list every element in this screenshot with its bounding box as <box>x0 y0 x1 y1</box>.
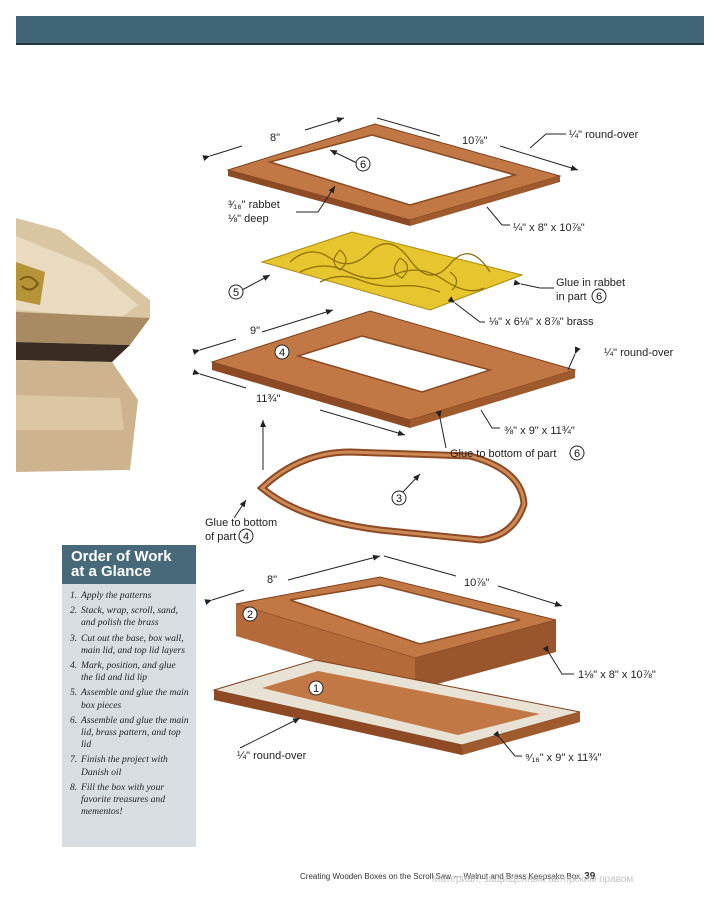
part-4-main-lid <box>210 310 577 428</box>
label-wall-size: 1⅛" x 8" x 10⅞" <box>578 669 656 681</box>
page-footer: Creating Wooden Boxes on the Scroll Saw … <box>300 871 700 887</box>
list-item: 1.Apply the patterns <box>70 590 152 601</box>
callout-glue-rabbet-part-6: 6 <box>591 288 607 304</box>
list-item: 4.Mark, position, and glue the lid and l… <box>70 660 176 684</box>
label-top-roundover: ¼" round-over <box>569 129 639 141</box>
label-mid-length: 11¾" <box>256 393 281 405</box>
label-rabbet-depth: ⅛" deep <box>228 213 269 225</box>
label-base-roundover: ¼" round-over <box>237 750 307 762</box>
label-glue-rabbet-1: Glue in rabbet <box>556 277 625 289</box>
svg-text:6: 6 <box>596 291 602 303</box>
callout-part-3: 3 <box>391 490 407 506</box>
list-item: 8.Fill the box with your favorite treasu… <box>70 781 166 818</box>
label-mid-width: 9" <box>250 325 260 337</box>
panel-title: Order of Work at a Glance <box>62 545 196 584</box>
callout-part-2: 2 <box>242 606 258 622</box>
callout-part-4: 4 <box>274 344 290 360</box>
steps-list: 1.Apply the patterns 2.Stack, wrap, scro… <box>62 590 196 818</box>
finished-box-photo <box>16 218 150 472</box>
label-wall-width: 8" <box>267 574 277 586</box>
svg-text:3: 3 <box>396 493 402 505</box>
part-2-box-wall <box>235 576 557 690</box>
part-1-base <box>212 659 581 755</box>
label-brass-size: ⅛" x 6⅛" x 8⅞" brass <box>489 316 594 328</box>
list-item: 6.Assemble and glue the main lid, brass … <box>70 714 189 751</box>
callout-glue-bottom-part-4: 4 <box>238 528 254 544</box>
label-base-size: ⁹⁄₁₆" x 9" x 11¾" <box>525 752 601 764</box>
label-glue-bottom-6: Glue to bottom of part <box>450 448 556 460</box>
header-bar <box>16 16 704 45</box>
svg-text:2: 2 <box>247 609 253 621</box>
watermark: Материал, защищённый авторским правом <box>432 874 634 885</box>
callout-part-6: 6 <box>355 156 371 172</box>
label-top-width: 8" <box>270 132 280 144</box>
label-glue-bottom-4-1: Glue to bottom <box>205 517 277 529</box>
list-item: 3.Cut out the base, box wall, main lid, … <box>70 632 185 656</box>
footer-title: Creating Wooden Boxes on the Scroll Saw … <box>300 872 581 881</box>
label-mid-roundover: ¼" round-over <box>604 347 674 359</box>
label-mid-size: ⅜" x 9" x 11¾" <box>504 425 575 437</box>
list-item: 5.Assemble and glue the main box pieces <box>70 687 189 711</box>
callout-glue-bottom-part-6: 6 <box>569 445 585 461</box>
label-wall-length: 10⅞" <box>464 577 489 589</box>
callout-part-1: 1 <box>308 680 324 696</box>
svg-text:6: 6 <box>360 159 366 171</box>
list-item: 7.Finish the project with Danish oil <box>70 754 168 778</box>
label-glue-rabbet-2: in part <box>556 291 587 303</box>
page-number: 39 <box>584 871 596 882</box>
label-rabbet-width: ³⁄₁₆" rabbet <box>228 199 280 211</box>
svg-text:1: 1 <box>313 683 319 695</box>
svg-text:4: 4 <box>279 347 285 359</box>
label-glue-bottom-4-2: of part <box>205 531 236 543</box>
svg-text:6: 6 <box>574 448 580 460</box>
label-top-length: 10⅞" <box>462 135 487 147</box>
svg-text:5: 5 <box>233 287 239 299</box>
order-of-work-panel: Order of Work at a Glance 1.Apply the pa… <box>62 545 196 847</box>
callout-part-5: 5 <box>228 284 244 300</box>
part-3-lid-lip <box>256 448 528 544</box>
part-5-brass-insert <box>260 231 524 311</box>
svg-text:4: 4 <box>243 531 249 543</box>
label-top-size: ¼" x 8" x 10⅞" <box>513 222 585 234</box>
list-item: 2.Stack, wrap, scroll, sand, and polish … <box>70 605 178 629</box>
